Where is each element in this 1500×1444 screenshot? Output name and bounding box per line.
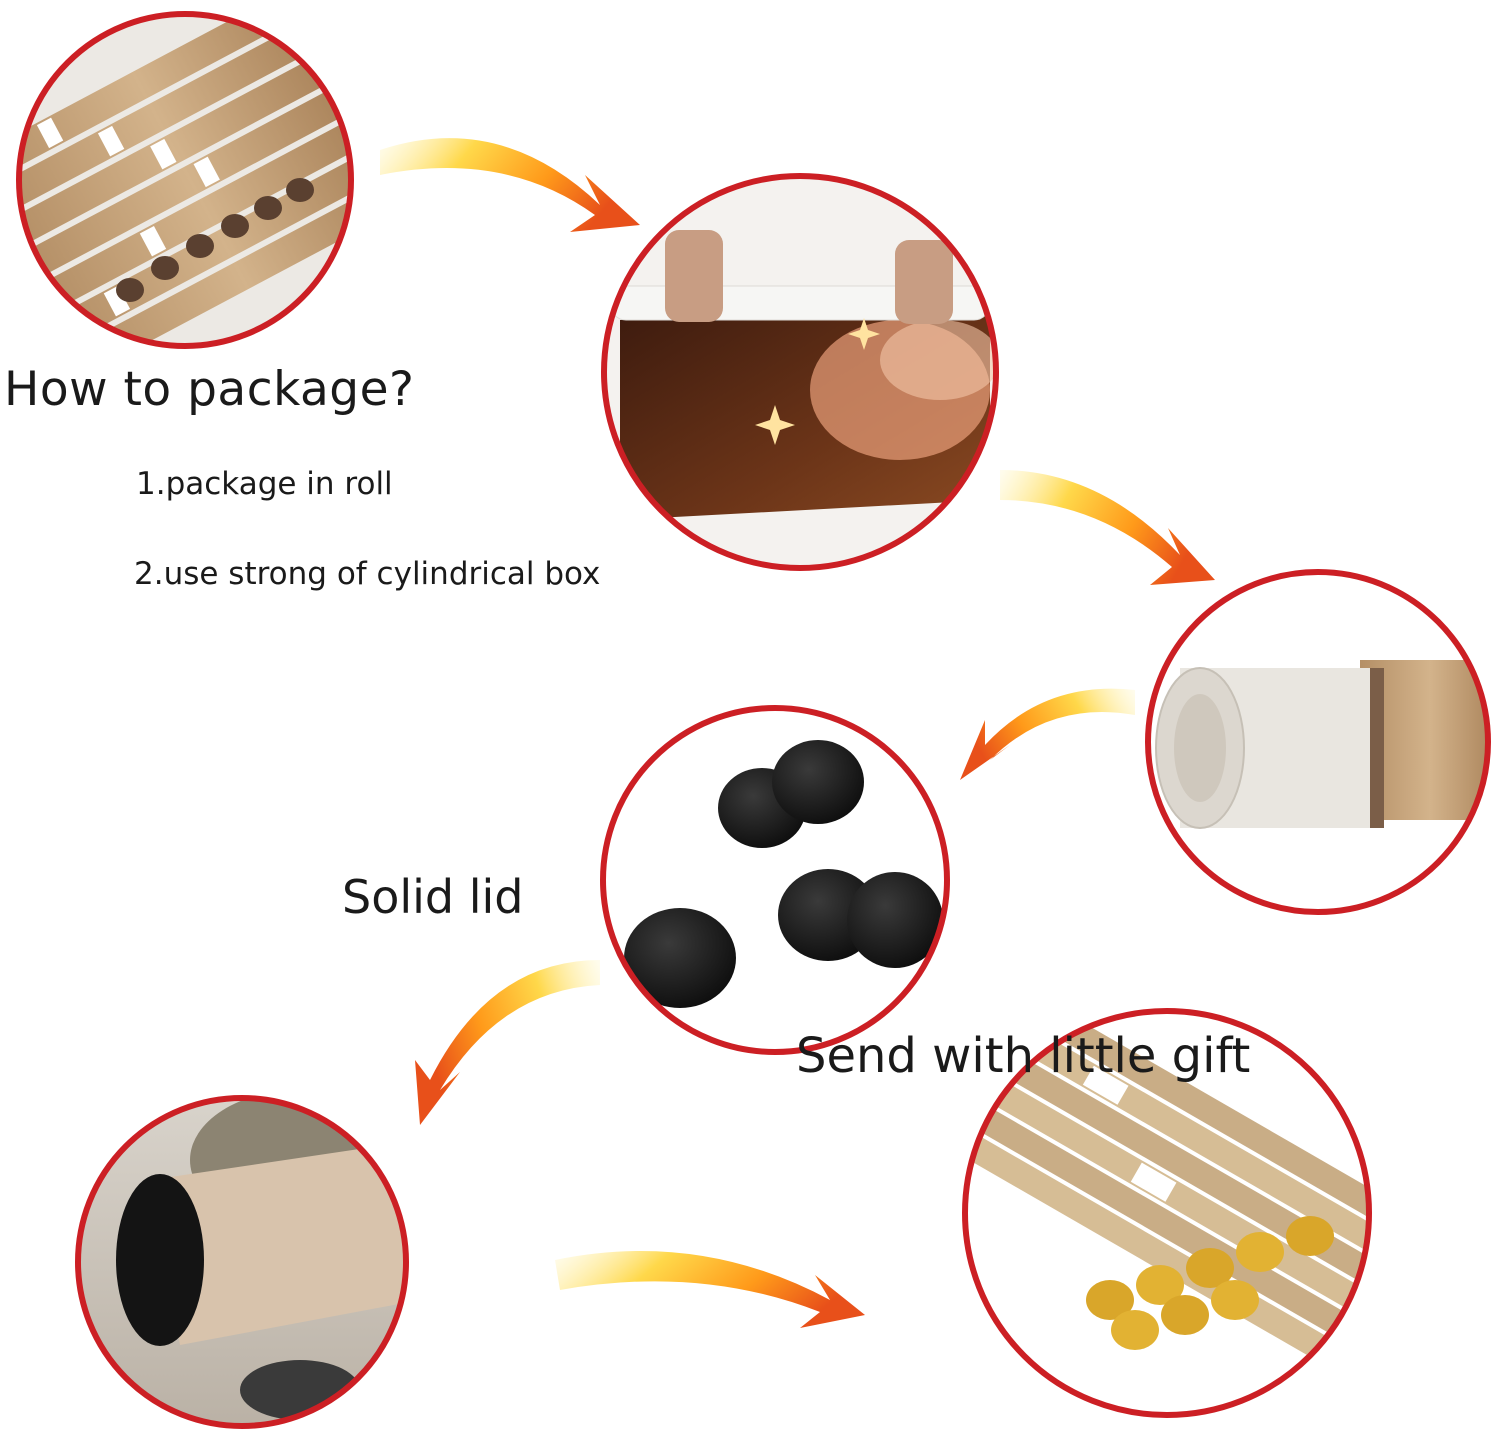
curved-arrow-icon bbox=[415, 960, 600, 1125]
curved-arrow-icon bbox=[960, 688, 1135, 780]
step-package-in-roll: 1.package in roll bbox=[136, 466, 393, 502]
rolling-canvas-photo bbox=[601, 173, 999, 571]
solid-lid-caption: Solid lid bbox=[342, 870, 524, 924]
tube-bundle-photo bbox=[962, 1008, 1372, 1418]
lids-photo bbox=[600, 705, 950, 1055]
gift-caption: Send with little gift bbox=[796, 1028, 1251, 1084]
curved-arrow-icon bbox=[380, 138, 640, 232]
capped-tube-photo bbox=[75, 1095, 409, 1429]
canvas-in-tube-photo bbox=[1145, 569, 1491, 915]
step-cylindrical-box: 2.use strong of cylindrical box bbox=[134, 556, 601, 592]
paper-tubes-photo bbox=[16, 11, 354, 349]
curved-arrow-icon bbox=[555, 1251, 865, 1328]
page-heading: How to package? bbox=[4, 362, 415, 417]
curved-arrow-icon bbox=[1000, 470, 1215, 585]
